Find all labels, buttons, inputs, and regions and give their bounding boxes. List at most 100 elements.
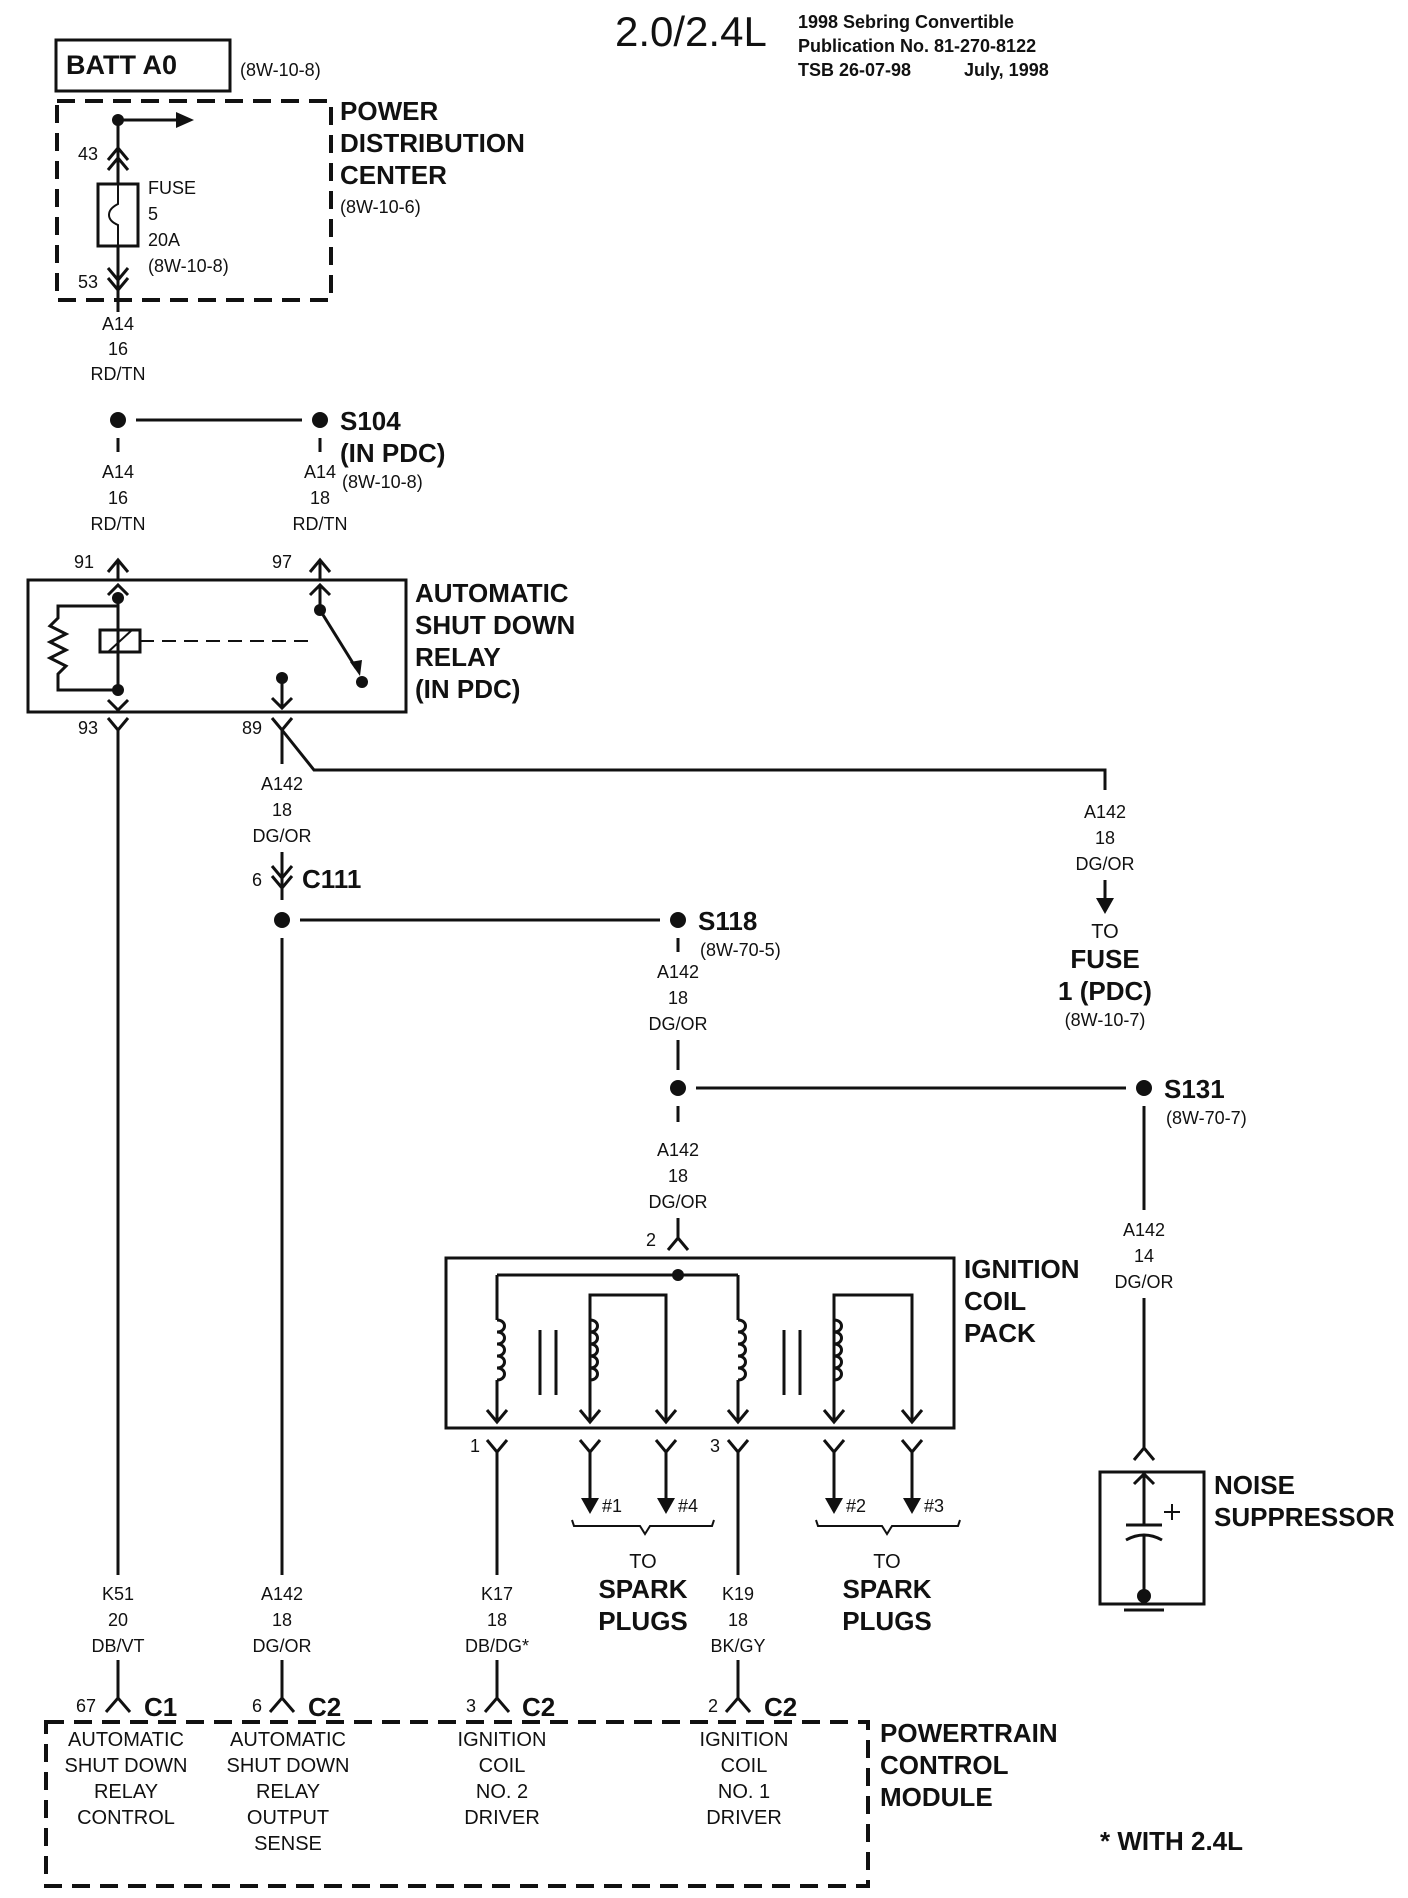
fuse-element xyxy=(108,184,119,246)
spark-left-p1: #1 xyxy=(602,1496,622,1516)
a14-top-gauge: 16 xyxy=(108,339,128,359)
coil-pin-3: 3 xyxy=(710,1436,720,1456)
a142-s118-gauge: 18 xyxy=(668,988,688,1008)
fuse-number: 5 xyxy=(148,204,158,224)
pcm-c1-l2: SHUT DOWN xyxy=(65,1755,188,1777)
pub-line-3: TSB 26-07-98 xyxy=(798,60,911,80)
pin-53-symbol xyxy=(106,267,130,293)
a14-left-color: RD/TN xyxy=(91,514,146,534)
a142-coil-gauge: 18 xyxy=(668,1166,688,1186)
k17-id-top: K17 xyxy=(481,1584,513,1604)
a142-fuse-color: DG/OR xyxy=(1075,854,1134,874)
spark-left-l2: PLUGS xyxy=(598,1606,688,1636)
to-fuse-ref: (8W-10-7) xyxy=(1065,1010,1146,1030)
coil-pin-symbols xyxy=(485,1439,924,1455)
a14-top-id: A14 xyxy=(102,314,134,334)
coil-pack-box xyxy=(444,1256,956,1430)
pub-date: July, 1998 xyxy=(964,60,1049,80)
pcm-c2a-conn: C2 xyxy=(308,1692,341,1722)
k51-id-top: K51 xyxy=(102,1584,134,1604)
coil-pin-2-symbol xyxy=(666,1235,690,1251)
a142-fuse-gauge: 18 xyxy=(1095,828,1115,848)
s131-ref: (8W-70-7) xyxy=(1166,1108,1247,1128)
splice-s131-left xyxy=(670,1080,686,1096)
spark-right-p2: #3 xyxy=(924,1496,944,1516)
pdc-title-3: CENTER xyxy=(340,160,447,190)
a142-89-gauge: 18 xyxy=(272,800,292,820)
a14-left-id: A14 xyxy=(102,462,134,482)
engine-label: 2.0/2.4L xyxy=(615,8,767,55)
s104-name: S104 xyxy=(340,406,401,436)
pcm-c2b-l1: IGNITION xyxy=(458,1729,547,1751)
k17-color-top: DB/DG* xyxy=(465,1636,529,1656)
spark-right-to: TO xyxy=(873,1551,900,1573)
pcm-c1-l3: RELAY xyxy=(94,1781,158,1803)
spark-2-arrow-icon xyxy=(825,1498,843,1514)
relay-in-arrow-left xyxy=(106,582,130,597)
pcm-c2-6-symbol xyxy=(268,1695,296,1713)
splice-s104-right xyxy=(312,412,328,428)
a14-right-gauge: 18 xyxy=(310,488,330,508)
a142-pcm-id-top: A142 xyxy=(261,1584,303,1604)
a142-coil-id: A142 xyxy=(657,1140,699,1160)
a142-fuse-id: A142 xyxy=(1084,802,1126,822)
pcm-c2b-pin: 3 xyxy=(466,1696,476,1716)
a14-right-id: A14 xyxy=(304,462,336,482)
batt-label: BATT A0 xyxy=(66,50,177,80)
relay-contact-point xyxy=(356,676,368,688)
k51-color-top: DB/VT xyxy=(91,1636,144,1656)
a142-coil-color: DG/OR xyxy=(648,1192,707,1212)
a142-noise-id: A142 xyxy=(1123,1220,1165,1240)
coil-output-arrows xyxy=(485,1409,924,1425)
coil2-secondary-winding xyxy=(589,1318,599,1382)
pdc-title-1: POWER xyxy=(340,96,438,126)
a142-89-id: A142 xyxy=(261,774,303,794)
pdc-box xyxy=(55,99,333,302)
pcm-c1-l4: CONTROL xyxy=(77,1807,175,1829)
pcm-title-1: POWERTRAIN xyxy=(880,1718,1058,1748)
pub-line-2: Publication No. 81-270-8122 xyxy=(798,36,1036,56)
s104-sub: (IN PDC) xyxy=(340,438,445,468)
splice-s104-left xyxy=(110,412,126,428)
asd-title-2: SHUT DOWN xyxy=(415,610,575,640)
asd-title-4: (IN PDC) xyxy=(415,674,520,704)
noise-l1: NOISE xyxy=(1214,1470,1295,1500)
pcm-c2b-conn: C2 xyxy=(522,1692,555,1722)
s104-ref: (8W-10-8) xyxy=(342,472,423,492)
asd-relay-box xyxy=(26,578,408,714)
noise-ground-node xyxy=(1137,1589,1151,1603)
a142-pcm-gauge-top: 18 xyxy=(272,1610,292,1630)
pdc-title-2: DISTRIBUTION xyxy=(340,128,525,158)
pcm-c2c-conn: C2 xyxy=(764,1692,797,1722)
a142-s118-id: A142 xyxy=(657,962,699,982)
pcm-box xyxy=(44,1720,870,1888)
pcm-c2a-pin: 6 xyxy=(252,1696,262,1716)
batt-ref: (8W-10-8) xyxy=(240,60,321,80)
pcm-c2c-l1: IGNITION xyxy=(700,1729,789,1751)
c111-pin: 6 xyxy=(252,870,262,890)
a142-89-color: DG/OR xyxy=(252,826,311,846)
pcm-c2c-l4: DRIVER xyxy=(706,1807,782,1829)
coil-pin-2: 2 xyxy=(646,1230,656,1250)
pcm-title-3: MODULE xyxy=(880,1782,993,1812)
relay-node-bottom xyxy=(112,684,124,696)
k51-label-mask xyxy=(84,1582,152,1658)
spark-left-l1: SPARK xyxy=(598,1574,687,1604)
pdc-feed-arrow-icon xyxy=(176,112,194,128)
a142-noise-gauge: 14 xyxy=(1134,1246,1154,1266)
coil1-primary-winding xyxy=(737,1318,747,1382)
noise-l2: SUPPRESSOR xyxy=(1214,1502,1395,1532)
k17-label-mask xyxy=(456,1582,538,1658)
spark-right-l2: PLUGS xyxy=(842,1606,932,1636)
k51-gauge-top: 20 xyxy=(108,1610,128,1630)
coil-title-2: COIL xyxy=(964,1286,1026,1316)
pcm-c2-2-symbol xyxy=(724,1695,752,1713)
pcm-c1-pin: 67 xyxy=(76,1696,96,1716)
coil2-secondary xyxy=(588,1293,668,1420)
relay-coil-slash xyxy=(107,629,133,653)
k19-gauge-top: 18 xyxy=(728,1610,748,1630)
fuse-ref: (8W-10-8) xyxy=(148,256,229,276)
pcm-c1-l1: AUTOMATIC xyxy=(68,1729,184,1751)
relay-out-arrow-right xyxy=(270,696,294,711)
pcm-c2a-l3: RELAY xyxy=(256,1781,320,1803)
